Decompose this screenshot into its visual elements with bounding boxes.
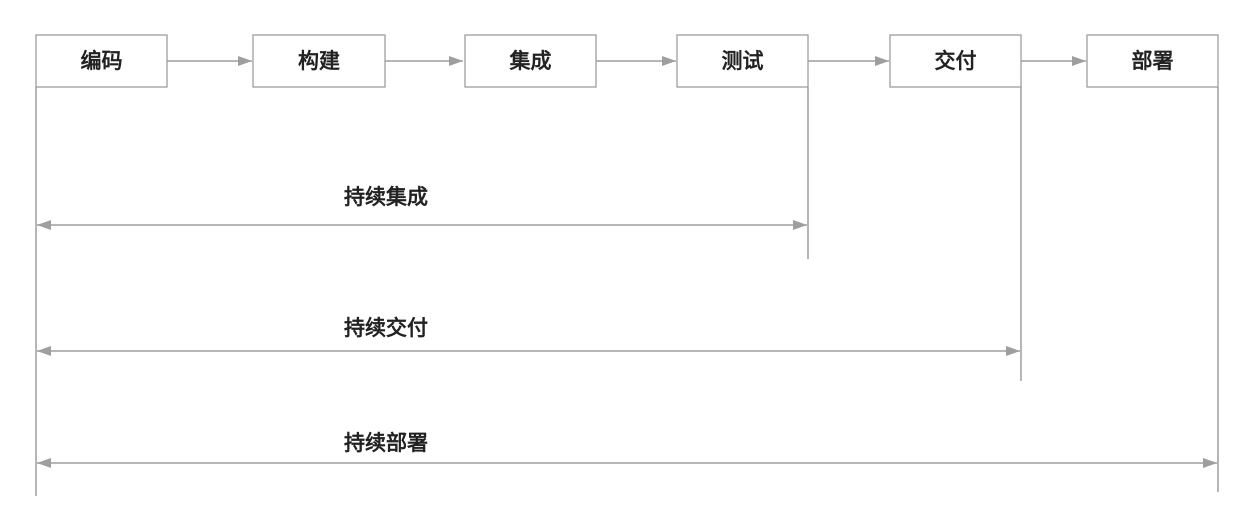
stage-label-build: 构建 xyxy=(298,49,340,73)
span-continuous-deployment: 持续部署 xyxy=(37,431,1217,468)
stage-label-code: 编码 xyxy=(81,49,123,73)
stage-box-deliver: 交付 xyxy=(889,34,1022,88)
span-label-continuous-delivery: 持续交付 xyxy=(344,316,428,340)
stage-box-build: 构建 xyxy=(252,34,386,88)
span-continuous-integration: 持续集成 xyxy=(37,185,807,230)
span-label-continuous-integration: 持续集成 xyxy=(344,185,428,209)
stage-box-test: 测试 xyxy=(676,34,809,88)
stage-box-integrate: 集成 xyxy=(464,34,597,88)
span-label-continuous-deployment: 持续部署 xyxy=(344,431,428,455)
stage-box-code: 编码 xyxy=(35,34,168,88)
stage-boxes: 编码 构建 集成 测试 交付 部署 xyxy=(35,34,1219,88)
stage-label-test: 测试 xyxy=(722,49,764,73)
stage-label-deliver: 交付 xyxy=(935,49,977,73)
boundary-lines xyxy=(35,87,1219,496)
stage-label-integrate: 集成 xyxy=(509,49,552,73)
scope-spans: 持续集成 持续交付 持续部署 xyxy=(37,185,1217,468)
stage-label-deploy: 部署 xyxy=(1132,49,1174,73)
stage-box-deploy: 部署 xyxy=(1086,34,1219,88)
span-continuous-delivery: 持续交付 xyxy=(37,316,1020,356)
